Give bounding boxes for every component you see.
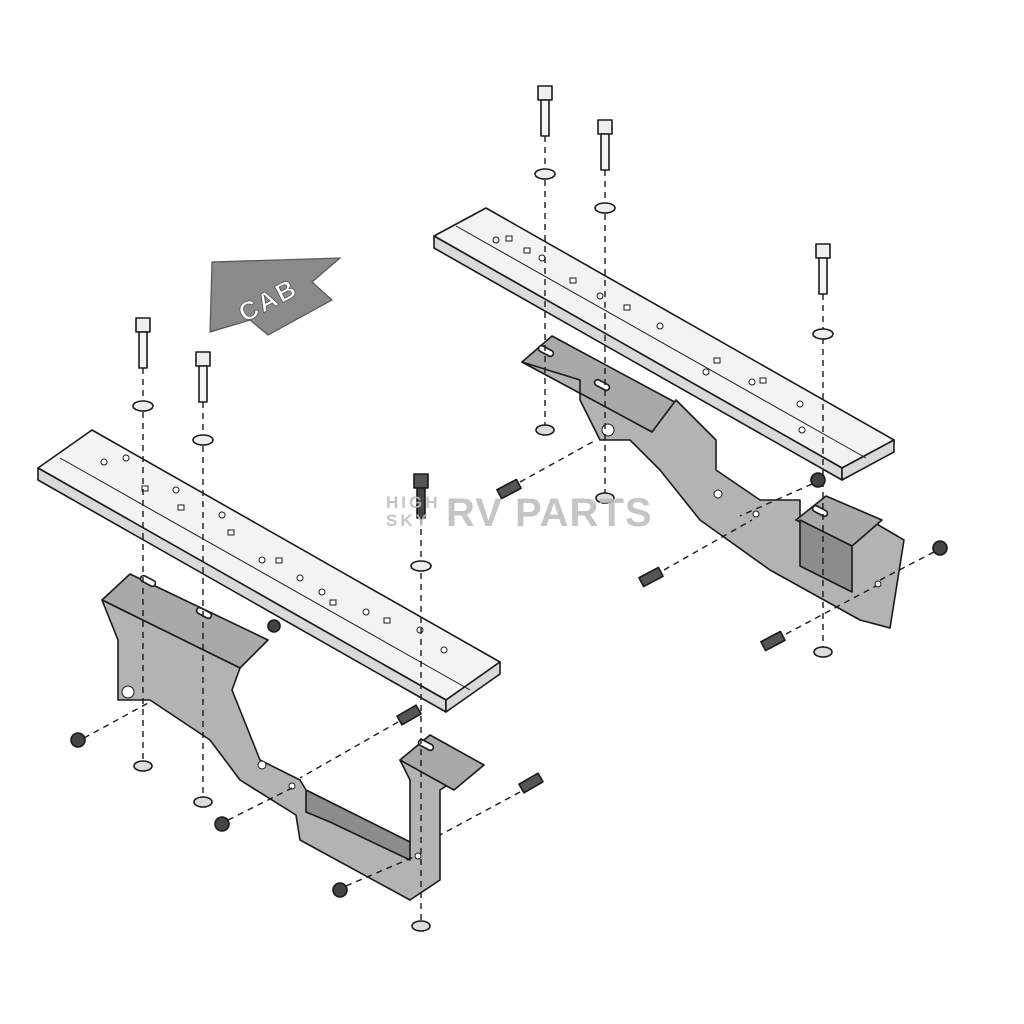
left-bracket (101, 573, 485, 901)
left-rail-holes (100, 454, 448, 654)
watermark-brand: RV PARTS (446, 491, 653, 535)
right-bracket (521, 335, 905, 629)
left-side-bolts (70, 619, 544, 898)
left-bolt-3 (410, 473, 432, 932)
right-rail (433, 207, 895, 481)
left-rail (37, 429, 501, 713)
left-bolt-1 (132, 317, 154, 772)
watermark-line1: HIGH (386, 493, 441, 512)
right-bolt-1 (534, 85, 556, 436)
right-bolt-3 (812, 243, 834, 658)
left-bolt-2 (192, 351, 214, 808)
watermark-line2: SKY (386, 511, 430, 530)
right-rail-holes (492, 235, 806, 434)
right-bolt-2 (594, 119, 616, 504)
cab-direction-arrow: CAB (209, 257, 342, 336)
right-side-bolts (496, 439, 948, 652)
watermark: HIGH SKY RV PARTS (386, 491, 653, 535)
